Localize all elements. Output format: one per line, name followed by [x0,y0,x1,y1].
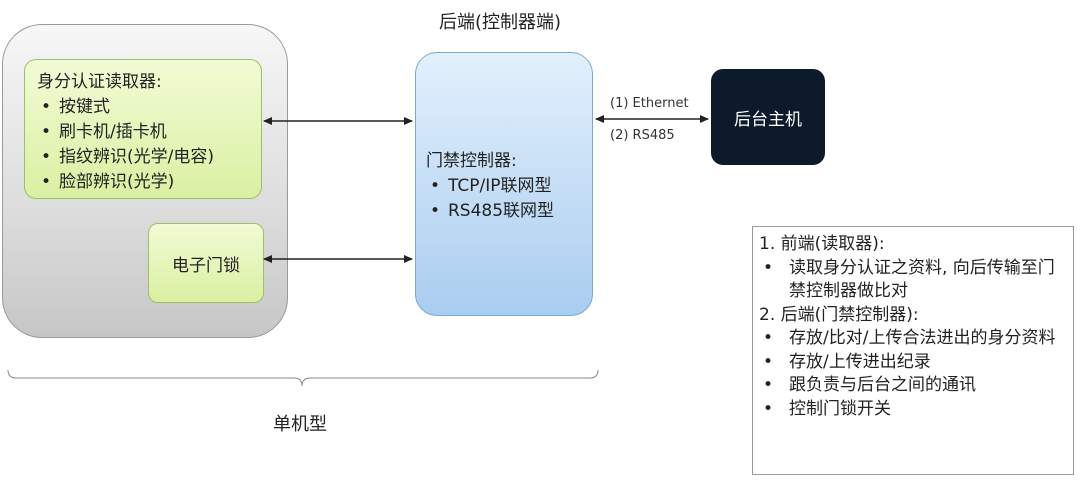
notes-item: 跟负责与后台之间的通讯 [759,374,1067,398]
electronic-lock-box: 电子门锁 [148,223,264,303]
reader-item: 脸部辨识(光学) [37,170,261,195]
notes-heading-front: 1. 前端(读取器): [759,234,885,254]
reader-list: 按键式 刷卡机/插卡机 指纹辨识(光学/电容) 脸部辨识(光学) [37,95,261,195]
reader-item: 刷卡机/插卡机 [37,120,261,145]
reader-item: 指纹辨识(光学/电容) [37,145,261,170]
reader-item: 按键式 [37,95,261,120]
controller-item: RS485联网型 [426,199,592,224]
reader-title: 身分认证读取器: [37,72,162,92]
notes-item: 控制门锁开关 [759,398,1067,422]
controller-title: 门禁控制器: [426,151,517,171]
notes-heading-back: 2. 后端(门禁控制器): [759,304,919,325]
controller-item: TCP/IP联网型 [426,174,592,199]
standalone-label: 单机型 [273,414,327,435]
reader-box: 身分认证读取器: 按键式 刷卡机/插卡机 指纹辨识(光学/电容) 脸部辨识(光学… [24,59,262,199]
controller-box: 门禁控制器: TCP/IP联网型 RS485联网型 [415,52,593,316]
notes-box: 1. 前端(读取器): 读取身分认证之资料, 向后传输至门禁控制器做比对 2. … [752,226,1074,475]
notes-item: 存放/上传进出纪录 [759,351,1067,375]
notes-item: 存放/比对/上传合法进出的身分资料 [759,327,1067,351]
controller-list: TCP/IP联网型 RS485联网型 [426,174,592,224]
backend-title: 后端(控制器端) [438,12,562,33]
host-box: 后台主机 [711,69,825,165]
ethernet-label: (1) Ethernet [610,96,689,111]
electronic-lock-label: 电子门锁 [172,255,240,276]
standalone-brace [7,369,599,387]
rs485-label: (2) RS485 [610,128,675,143]
notes-item: 读取身分认证之资料, 向后传输至门禁控制器做比对 [759,257,1067,304]
host-label: 后台主机 [734,109,802,130]
